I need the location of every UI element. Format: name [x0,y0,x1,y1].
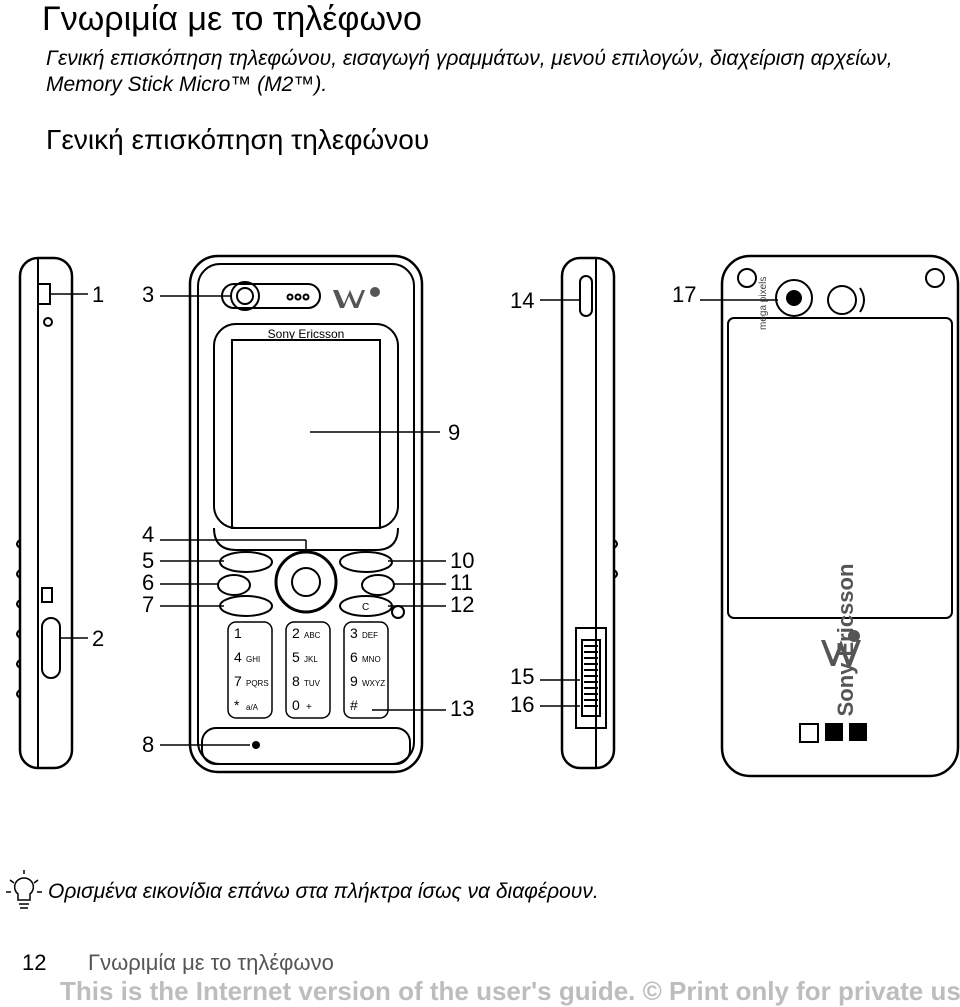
key-4-letters: GHI [246,655,260,664]
callout-11: 11 [450,570,473,595]
key-0-letters: + [306,702,312,713]
page-title: Γνωριμία με το τηλέφωνο [42,0,422,38]
lightbulb-icon [6,870,42,909]
key-3-letters: DEF [362,631,378,640]
watermark: This is the Internet version of the user… [60,976,960,1006]
callout-numbers: 1 2 3 4 5 6 7 8 9 10 11 12 13 14 15 16 1… [92,282,696,757]
key-9-letters: WXYZ [362,679,385,688]
callout-9: 9 [448,420,460,445]
callout-1: 1 [92,282,104,307]
key-1: 1 [234,625,242,641]
keypad: 1 2 ABC 3 DEF 4 GHI 5 JKL 6 MNO 7 PQRS 8… [227,602,389,719]
phone-front-view [188,254,424,774]
key-5: 5 [292,649,300,665]
key-7: 7 [234,673,242,689]
key-7-letters: PQRS [246,679,269,688]
key-6-letters: MNO [362,655,381,664]
phone-back-view [720,254,960,778]
page-number: 12 [22,950,47,975]
key-8: 8 [292,673,300,689]
note-text: Ορισμένα εικονίδια επάνω στα πλήκτρα ίσω… [48,880,599,903]
key-3: 3 [350,625,358,641]
key-star-letters: a/A [246,703,259,712]
key-9: 9 [350,673,358,689]
key-hash: # [350,697,358,713]
key-0: 0 [292,697,300,713]
callout-17: 17 [672,282,696,307]
callout-lines [50,293,778,746]
phone-overview-figure: Sony Ericsson Sony Ericsson mega pixels … [16,254,960,778]
callout-8: 8 [142,732,154,757]
phone-left-side-view [16,256,74,770]
key-5-letters: JKL [304,655,318,664]
footer-chapter: Γνωριμία με το τηλέφωνο [88,950,334,975]
callout-16: 16 [510,692,534,717]
callout-4: 4 [142,522,154,547]
callout-7: 7 [142,592,154,617]
walkman-logo-icon [333,287,861,666]
callout-10: 10 [450,548,474,573]
key-2: 2 [292,625,300,641]
front-brand-logo: Sony Ericsson [268,327,345,341]
chapter-summary: Γενική επισκόπηση τηλεφώνου, εισαγωγή γρ… [46,47,893,96]
c-key: C [362,602,369,613]
camera-megapixel-label: mega pixels [758,277,769,330]
callout-14: 14 [510,288,534,313]
callout-2: 2 [92,626,104,651]
callout-15: 15 [510,664,534,689]
phone-right-side-view [560,256,618,770]
section-heading: Γενική επισκόπηση τηλεφώνου [46,124,430,155]
key-8-letters: TUV [304,679,321,688]
callout-13: 13 [450,696,474,721]
key-6: 6 [350,649,358,665]
key-2-letters: ABC [304,631,321,640]
callout-5: 5 [142,548,154,573]
callout-3: 3 [142,282,154,307]
key-star: * [234,697,240,713]
key-4: 4 [234,649,242,665]
callout-6: 6 [142,570,154,595]
callout-12: 12 [450,592,474,617]
